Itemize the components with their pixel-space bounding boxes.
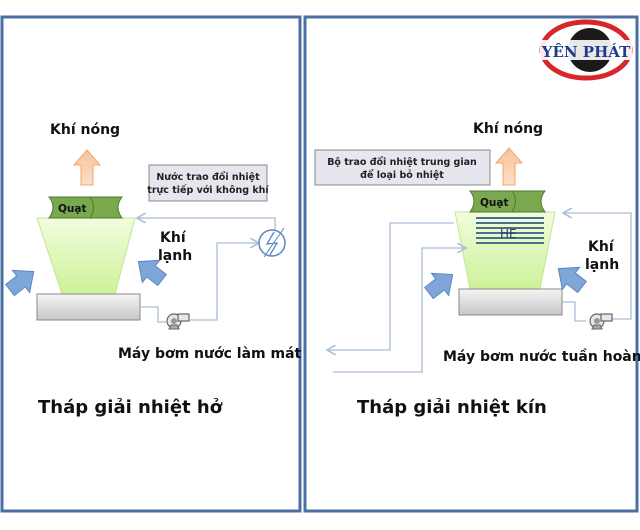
hot-air-label: Khí nóng <box>50 122 120 138</box>
he-label: HE <box>500 227 517 241</box>
fan-icon <box>47 196 124 219</box>
note-text: trực tiếp với không khí <box>147 185 269 196</box>
closed-tower-title: Tháp giải nhiệt kín <box>357 397 547 418</box>
fan-icon <box>468 190 547 213</box>
heat-exchanger-icon <box>258 227 286 258</box>
svg-text:YÊN PHÁT: YÊN PHÁT <box>541 43 631 61</box>
hot-air-arrow-icon <box>494 147 524 186</box>
tower-basin <box>458 288 563 316</box>
pipe <box>140 306 166 323</box>
pump-label: Máy bơm nước làm mát <box>118 346 302 362</box>
logo: YÊN PHÁT <box>539 19 633 81</box>
pipe <box>190 243 259 321</box>
open-tower-title: Tháp giải nhiệt hở <box>38 397 223 418</box>
cold-air-label: lạnh <box>158 248 192 264</box>
pipe <box>137 218 276 232</box>
cold-air-label: Khí <box>160 230 187 246</box>
note-text: để loại bỏ nhiệt <box>360 169 444 181</box>
note-box <box>148 164 268 202</box>
hot-air-arrow-icon <box>72 149 102 186</box>
cold-air-label: lạnh <box>585 257 619 273</box>
cold-air-label: Khí <box>588 239 615 255</box>
pump-label: Máy bơm nước tuần hoàn <box>443 348 640 365</box>
hot-air-label: Khí nóng <box>473 121 543 137</box>
pipe <box>562 301 586 322</box>
fan-label: Quạt <box>58 203 87 215</box>
tower-basin <box>36 293 141 321</box>
note-text: Bộ trao đổi nhiệt trung gian <box>327 156 477 168</box>
note-box <box>314 149 491 186</box>
pipe <box>563 213 632 320</box>
pipe <box>327 222 454 350</box>
fan-label: Quạt <box>480 197 509 209</box>
heat-exchanger-coil <box>476 217 544 244</box>
pipe <box>333 248 466 373</box>
note-text: Nước trao đổi nhiệt <box>156 171 260 183</box>
